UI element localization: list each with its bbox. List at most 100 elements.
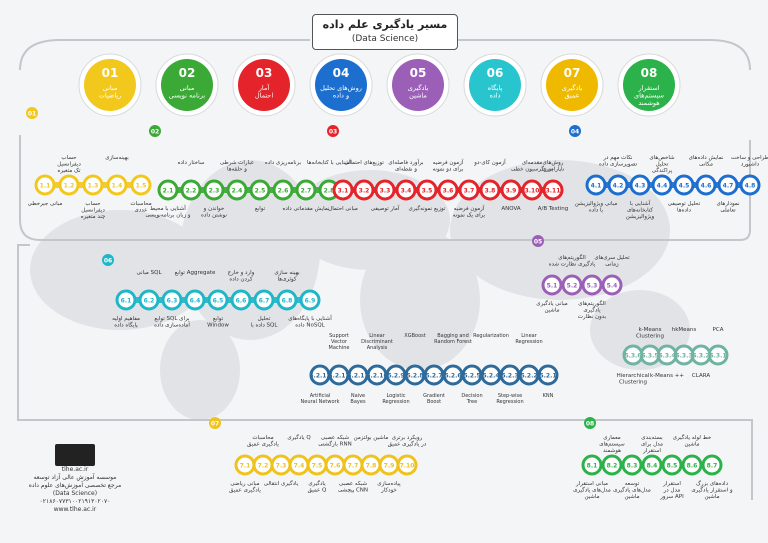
section-badge-01: 01 — [26, 107, 38, 119]
top-step-number: 08 — [641, 66, 658, 80]
node-id: 8.6 — [687, 463, 698, 470]
section-badge-number: 06 — [104, 258, 112, 265]
node-label-bottom: مبانی احتمال — [328, 206, 358, 212]
node-id: 4.5 — [679, 183, 690, 190]
node-id: 2.1 — [163, 188, 174, 195]
node-id: 2.8 — [324, 188, 335, 195]
top-step-disc — [469, 59, 521, 111]
node-id: 5.2.2 — [520, 373, 537, 380]
node-id: 7.7 — [348, 463, 359, 470]
top-step-disc — [623, 59, 675, 111]
section-badge-04: 04 — [569, 125, 581, 137]
footer-site[interactable]: www.tlhe.ac.ir — [53, 506, 97, 513]
node-id: 7.3 — [276, 463, 287, 470]
page-title: مسیر یادگیری علم داده — [322, 18, 448, 31]
footer-phone: ۰۲۱۸۶۰۷۷۳۱۰۰۲۱۹۱۳۰۲۰۷۰ — [39, 498, 111, 505]
